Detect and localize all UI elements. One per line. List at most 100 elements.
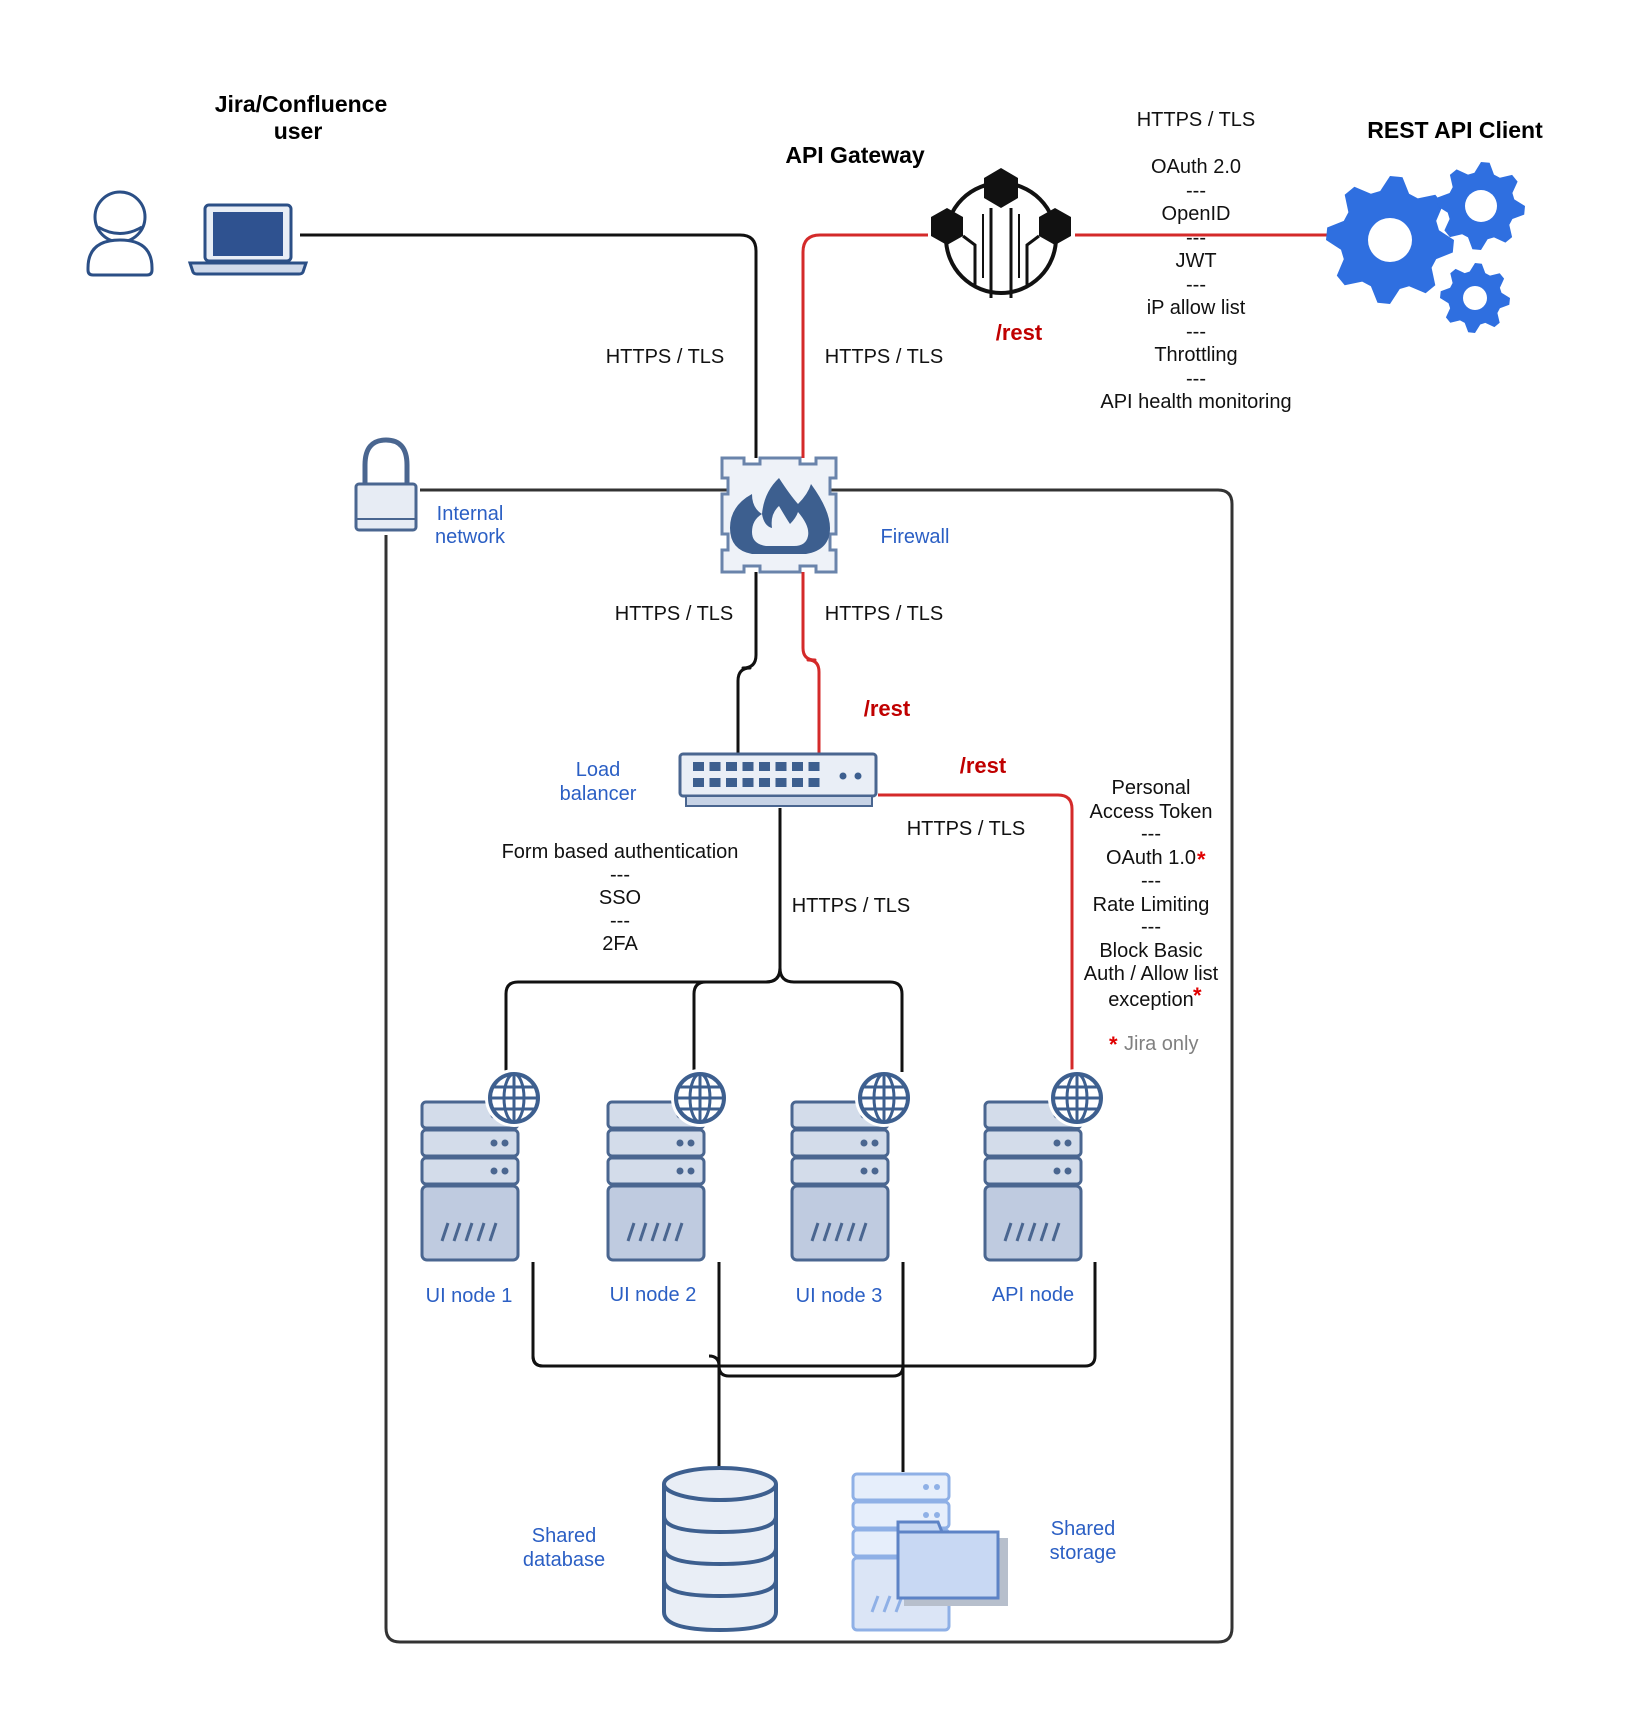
load-balancer-line1: Load	[576, 759, 621, 781]
api-auth-separator: ---	[1141, 916, 1161, 938]
user-link-label: HTTPS / TLS	[606, 346, 725, 368]
gateway-security-separator: ---	[1186, 274, 1206, 296]
port-icon	[808, 762, 820, 771]
user-title-line1: Jira/Confluence	[215, 91, 388, 117]
internal-network-line2: network	[435, 526, 506, 548]
internal-network-boundary	[384, 488, 1234, 1644]
api-auth-item: exception	[1108, 989, 1194, 1011]
rest-label-gateway: /rest	[996, 320, 1043, 345]
wire-user-firewall	[300, 233, 758, 458]
port-icon	[742, 762, 754, 771]
port-icon	[759, 762, 770, 771]
api-auth-star-exception: *	[1193, 983, 1202, 1008]
lock-icon	[354, 437, 418, 532]
internal-network-line1: Internal	[437, 503, 504, 525]
gateway-security-separator: ---	[1186, 227, 1206, 249]
ui-auth-item: 2FA	[602, 933, 638, 955]
gateway-security-item: iP allow list	[1147, 297, 1246, 319]
gear-icon-large	[1326, 176, 1454, 304]
gear-icon	[1326, 162, 1525, 333]
port-icon	[693, 778, 704, 787]
shared-database-line1: Shared	[532, 1525, 597, 1547]
server-icon-ui-node-2	[606, 1069, 729, 1262]
ui-node-1-label: UI node 1	[426, 1285, 513, 1307]
server-icon-ui-node-1	[420, 1069, 543, 1262]
gateway-title: API Gateway	[785, 142, 925, 168]
rest-label-firewall: /rest	[864, 696, 911, 721]
gear-icon-medium	[1437, 162, 1525, 250]
vent-lines	[440, 1222, 498, 1242]
globe-icon	[485, 1069, 543, 1127]
user-title-line2: user	[274, 118, 323, 144]
port-icon	[775, 762, 787, 771]
gear-icon-small	[1440, 263, 1510, 333]
ui-auth-separator: ---	[610, 864, 630, 886]
load-balancer-icon	[678, 752, 878, 807]
firewall-lb-right-label: HTTPS / TLS	[825, 603, 944, 625]
api-auth-item: OAuth 1.0	[1106, 847, 1196, 869]
wire-bus	[531, 1262, 1097, 1368]
wire-lb-ui-3	[778, 967, 904, 1072]
shared-storage-line1: Shared	[1051, 1518, 1116, 1540]
port-icon	[693, 762, 704, 771]
firewall-label: Firewall	[881, 526, 950, 548]
ui-node-3-label: UI node 3	[796, 1285, 883, 1307]
api-auth-separator: ---	[1141, 823, 1161, 845]
port-icon	[808, 778, 820, 787]
gateway-security-item: OpenID	[1162, 203, 1231, 225]
api-auth-item: Access Token	[1089, 801, 1212, 823]
api-gateway-icon	[931, 168, 1071, 298]
vent-lines	[626, 1222, 684, 1242]
ui-auth-separator: ---	[610, 910, 630, 932]
firewall-icon	[720, 456, 838, 574]
wire-bus-upper	[531, 1355, 1085, 1368]
user-icon	[86, 190, 154, 277]
laptop-icon	[187, 203, 309, 276]
api-auth-star-oauth: *	[1197, 847, 1206, 872]
wire-firewall-lb-right	[801, 572, 821, 755]
lb-ui-label: HTTPS / TLS	[792, 895, 911, 917]
gateway-security-item: API health monitoring	[1100, 391, 1291, 413]
port-icon	[759, 778, 770, 787]
gateway-protocol: HTTPS / TLS	[1137, 109, 1256, 131]
wire-gateway-firewall	[801, 233, 928, 458]
api-auth-item: Auth / Allow list	[1084, 963, 1219, 985]
load-balancer-line2: balancer	[560, 783, 637, 805]
gateway-security-separator: ---	[1186, 321, 1206, 343]
server-icon-ui-node-3	[790, 1069, 913, 1262]
jira-only-note: Jira only	[1124, 1033, 1198, 1055]
api-auth-item: Personal	[1112, 777, 1191, 799]
api-auth-item: Block Basic	[1099, 940, 1202, 962]
api-auth-separator: ---	[1141, 870, 1161, 892]
ui-node-2-label: UI node 2	[610, 1284, 697, 1306]
wire-lb-api-node	[878, 793, 1074, 1076]
ui-auth-item: SSO	[599, 887, 641, 909]
gateway-security-item: OAuth 2.0	[1151, 156, 1241, 178]
gateway-security-separator: ---	[1186, 180, 1206, 202]
wire-firewall-lb-left	[736, 572, 758, 755]
wire-bus-cross	[708, 1354, 905, 1378]
port-icon	[775, 778, 787, 787]
folder-icon	[896, 1520, 1008, 1606]
vent-lines	[1003, 1222, 1061, 1242]
api-node-label: API node	[992, 1284, 1074, 1306]
api-auth-item: Rate Limiting	[1093, 894, 1210, 916]
rest-label-api-node: /rest	[960, 753, 1007, 778]
port-icon	[792, 762, 803, 771]
port-icon	[742, 778, 754, 787]
ui-auth-item: Form based authentication	[502, 841, 739, 863]
gateway-security-item: JWT	[1175, 250, 1216, 272]
gateway-security-separator: ---	[1186, 368, 1206, 390]
jira-only-star: *	[1109, 1032, 1118, 1057]
port-icon	[792, 778, 803, 787]
shared-storage-line2: storage	[1050, 1542, 1117, 1564]
port-icon	[726, 778, 737, 787]
server-icon-api-node	[983, 1069, 1106, 1262]
vent-lines	[810, 1222, 868, 1242]
port-icon	[709, 762, 721, 771]
ui-auth-list: Form based authentication---SSO---2FA	[502, 841, 739, 955]
client-title: REST API Client	[1367, 117, 1543, 143]
port-icon	[726, 762, 737, 771]
